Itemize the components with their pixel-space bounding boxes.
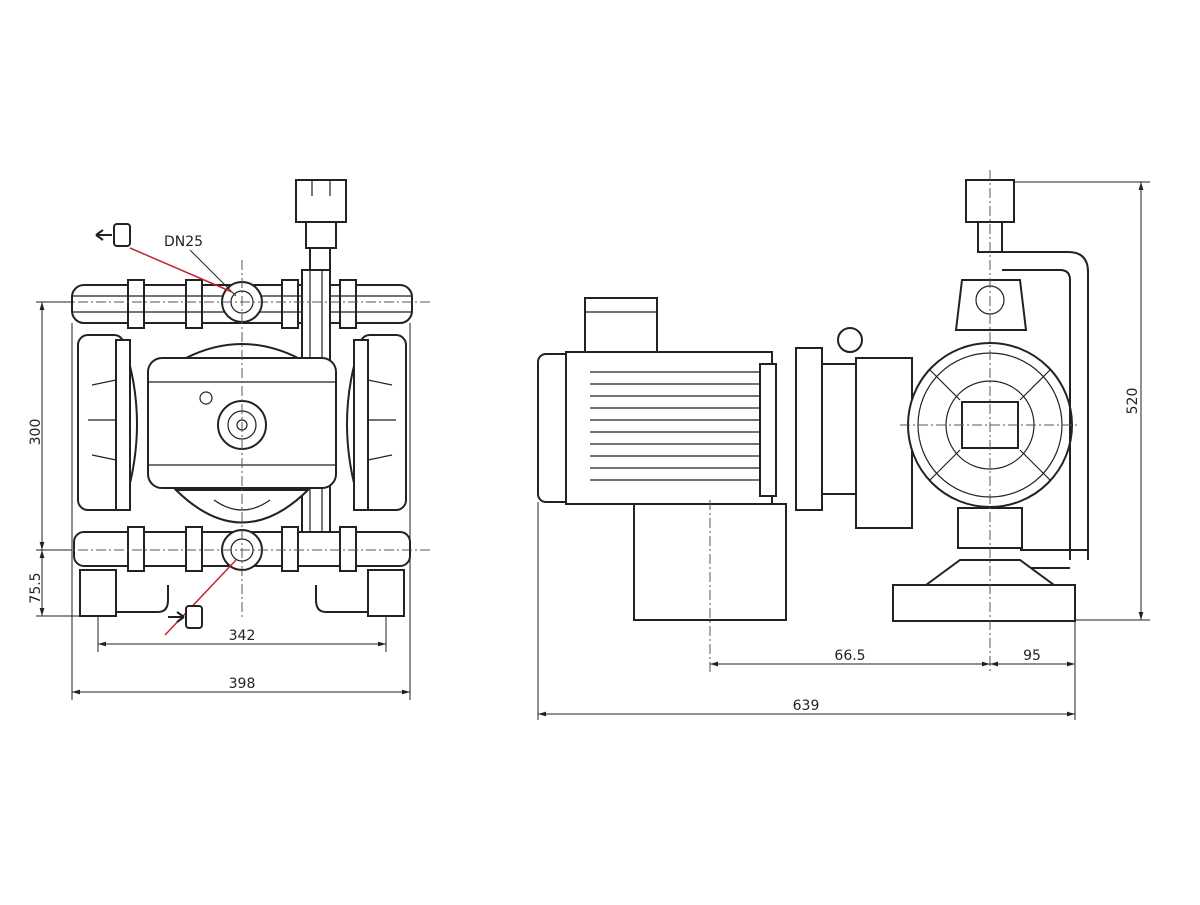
dim-base-offset: 95 [1023, 648, 1041, 664]
outlet-flow-icon [95, 223, 131, 247]
side-view: 520 66.5 95 639 [537, 170, 1150, 720]
dim-height-inlet: 75.5 [28, 572, 44, 603]
front-view: DN25 300 75.5 342 398 [28, 179, 430, 700]
inlet-flow-icon [168, 605, 203, 629]
dim-height-total: 520 [1125, 388, 1141, 415]
dim-length-total: 639 [793, 698, 820, 714]
dim-width-feet: 342 [229, 628, 256, 644]
port-size-label: DN25 [164, 234, 203, 250]
dim-height-outlet: 300 [28, 419, 44, 446]
dim-motor-offset: 66.5 [834, 648, 865, 664]
dim-width-total: 398 [229, 676, 256, 692]
